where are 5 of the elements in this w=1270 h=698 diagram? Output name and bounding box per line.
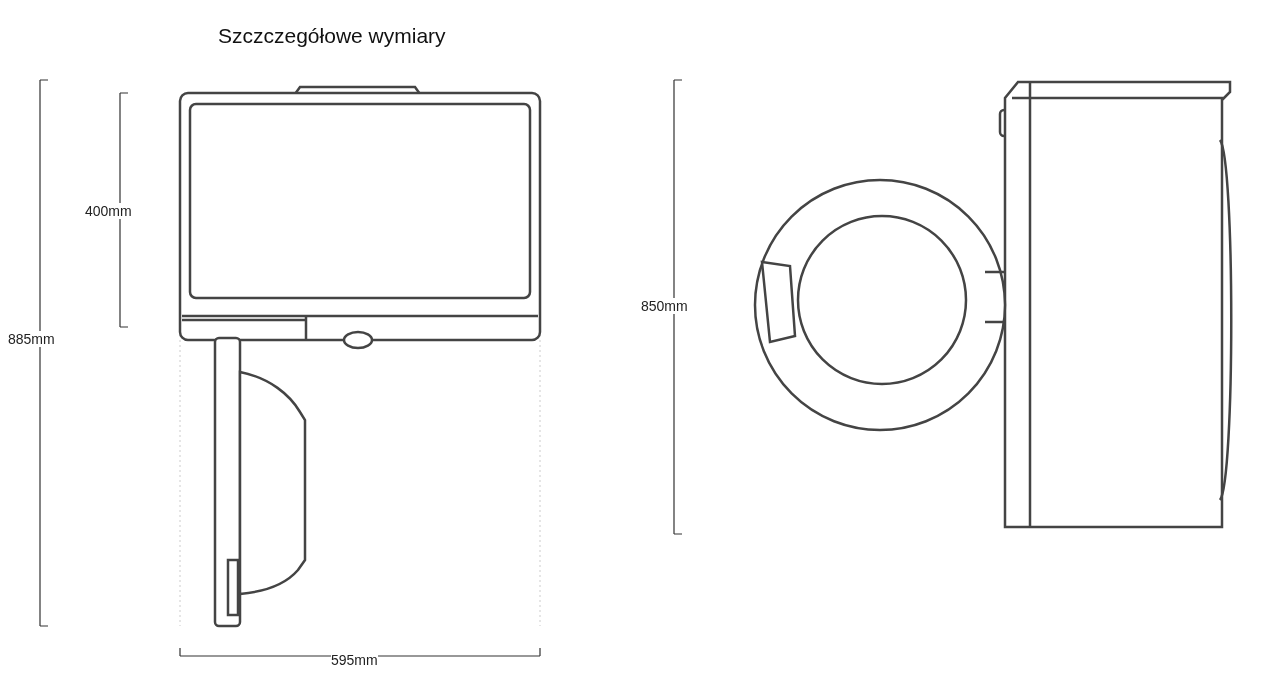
dimension-label: 400mm — [85, 203, 132, 219]
dimension-label: 595mm — [331, 652, 378, 668]
diagram-title: Szczczegółowe wymiary — [218, 24, 446, 48]
dimension-label: 885mm — [8, 331, 55, 347]
dimension-label: 850mm — [641, 298, 688, 314]
